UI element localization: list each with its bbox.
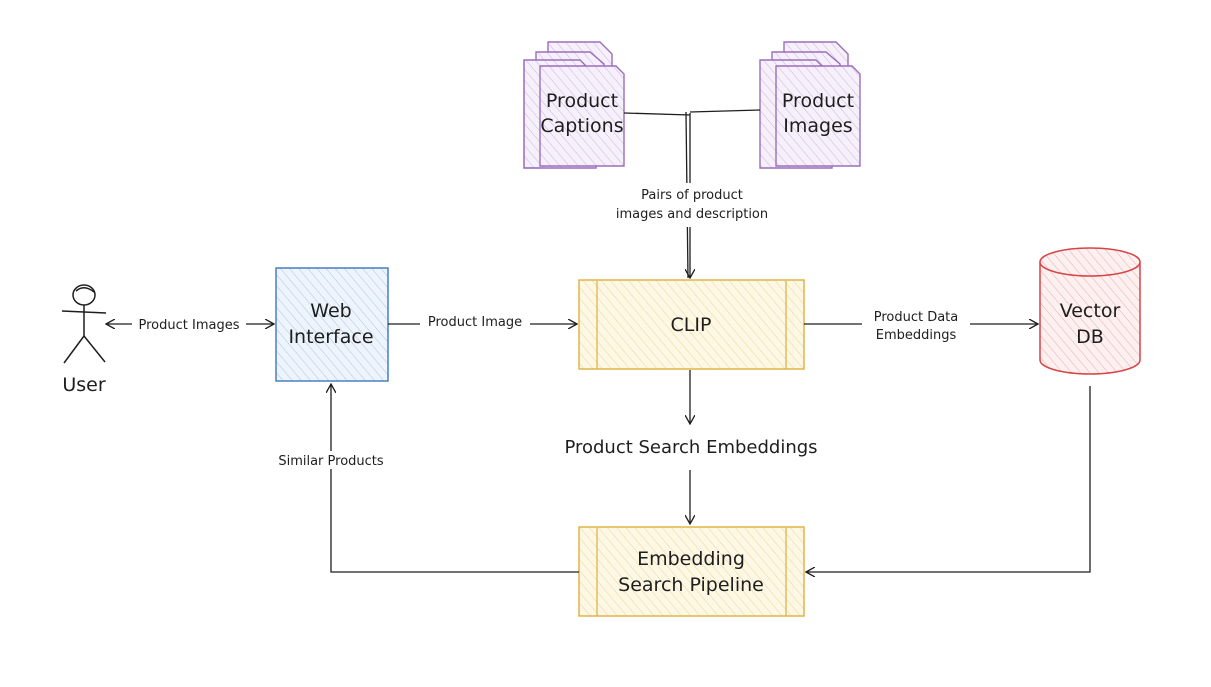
embedding-pipeline-label-line2: Search Pipeline — [618, 574, 764, 596]
web-interface-label-line2: Interface — [288, 326, 373, 348]
user-actor: User — [61, 284, 107, 396]
pairs-label-line1: Pairs of product — [641, 188, 743, 203]
search-embeddings-label: Product Search Embeddings — [564, 437, 817, 458]
pairs-label-line2: images and description — [616, 207, 768, 222]
product-captions-label-line2: Captions — [540, 115, 623, 137]
clip-db-label-line2: Embeddings — [876, 328, 957, 343]
similar-products-label: Similar Products — [278, 454, 384, 469]
db-pipeline-arrow — [806, 386, 1091, 572]
product-captions-node: Product Captions — [523, 41, 625, 169]
product-captions-label-line1: Product — [546, 90, 618, 112]
clip-label: CLIP — [671, 314, 712, 336]
captions-connector — [623, 112, 691, 116]
embedding-pipeline-node: Embedding Search Pipeline — [578, 526, 805, 617]
user-label: User — [62, 374, 105, 396]
user-icon — [61, 284, 107, 364]
web-interface-label-line1: Web — [310, 300, 351, 322]
product-images-label-line1: Product — [782, 90, 854, 112]
product-images-node: Product Images — [759, 41, 861, 169]
similar-products-arrow — [331, 384, 579, 573]
vector-db-node: Vector DB — [1039, 247, 1141, 375]
images-connector — [689, 109, 761, 113]
web-clip-label: Product Image — [428, 315, 522, 330]
web-interface-node: Web Interface — [275, 267, 389, 382]
vector-db-label-line1: Vector — [1060, 300, 1121, 322]
product-images-label-line2: Images — [783, 115, 852, 137]
clip-node: CLIP — [578, 279, 805, 370]
embedding-pipeline-label-line1: Embedding — [637, 548, 745, 570]
vector-db-label-line2: DB — [1076, 326, 1104, 348]
user-web-label: Product Images — [139, 318, 240, 333]
clip-db-label-line1: Product Data — [874, 310, 959, 325]
